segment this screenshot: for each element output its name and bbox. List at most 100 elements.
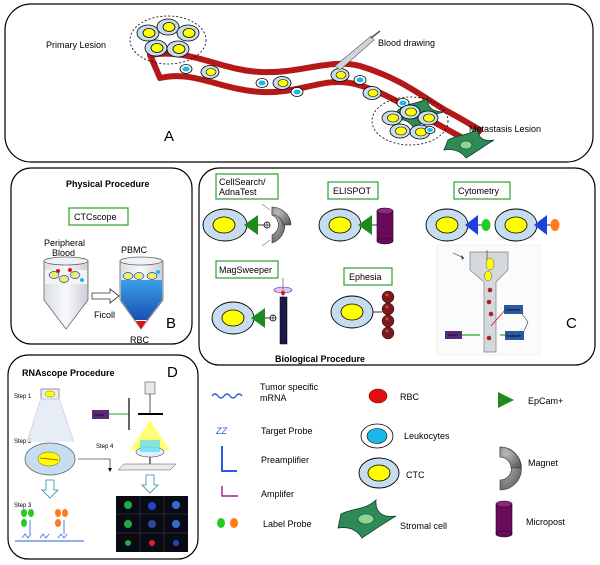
legend-preamplifier: Preamplifier (261, 455, 309, 465)
magsweeper-box (215, 260, 279, 279)
panel-c-letter: C (566, 315, 577, 332)
magsweeper-label: MagSweeper (219, 265, 272, 275)
fluorescence-image-grid (116, 496, 188, 552)
ctc-cell (136, 24, 160, 42)
peripheral-label-1: Peripheral (44, 238, 85, 248)
ctc-cell (156, 18, 180, 36)
label-probe-orange-icon (230, 518, 238, 528)
legend-epcam: EpCam+ (528, 396, 563, 406)
cellsearch-label-1: CellSearch/ (219, 177, 266, 187)
blood-drawing-label: Blood drawing (378, 38, 435, 48)
metastasis-lesion-label: Metastasis Lesion (469, 124, 541, 134)
chip-detector-label: Detector (505, 307, 521, 312)
epcam-icon (498, 392, 514, 408)
legend-target-probe: Target Probe (261, 426, 313, 436)
step-2-cell (24, 442, 76, 476)
panel-d-letter: D (167, 364, 178, 381)
cytometry-illustration (425, 208, 560, 242)
ctc-cell (399, 104, 421, 120)
cytometry-label: Cytometry (458, 186, 500, 196)
cellsearch-label-2: AdnaTest (219, 187, 257, 197)
chip-laser-label: Laser (448, 332, 459, 337)
step-1-label: Step 1 (14, 394, 32, 400)
panel-d-title: RNAscope Procedure (22, 368, 115, 378)
flow-cytometry-chip: Laser Detector Analyzer (436, 244, 541, 356)
magsweeper-illustration (211, 278, 293, 345)
legend-magnet: Magnet (528, 458, 559, 468)
cytometry-box (453, 181, 511, 200)
stromal-cell (443, 126, 495, 159)
ctc-cell (272, 76, 292, 90)
legend: Tumor specific mRNA ZZ Target Probe Prea… (211, 382, 566, 539)
ctc-cell (389, 123, 411, 139)
primary-lesion-outline (129, 15, 207, 65)
target-probe-icon: ZZ (215, 426, 227, 436)
ctc-cell (362, 86, 382, 100)
step-2-label: Step 2 (14, 439, 32, 445)
preamplifier-icon (221, 446, 237, 472)
ctc-cell (144, 39, 168, 57)
step-4-label: Step 4 (96, 444, 114, 450)
blood-tube (43, 256, 89, 330)
stromal-cell-icon (337, 499, 397, 539)
panel-b: Physical Procedure CTCscope Peripheral B… (10, 167, 193, 345)
panel-b-title: Physical Procedure (66, 179, 150, 189)
panel-a: Primary Lesion Blood drawing Metastasis … (4, 3, 594, 163)
laser-box-label: Laser (94, 412, 105, 417)
step-down-arrow (141, 474, 159, 494)
legend-leukocytes: Leukocytes (404, 431, 450, 441)
step-connector-head (108, 468, 112, 472)
step-1-slide (40, 388, 60, 400)
ephesia-illustration (330, 290, 395, 340)
ctc-cell (330, 68, 350, 82)
ficoll-label: Ficoll (94, 310, 115, 320)
ctc-cell (417, 110, 439, 126)
legend-stromal-cell: Stromal cell (400, 521, 447, 531)
legend-rbc: RBC (400, 392, 420, 402)
legend-ctc: CTC (406, 470, 425, 480)
step-4-microscope: Laser (92, 381, 177, 471)
primary-lesion-label: Primary Lesion (46, 40, 106, 50)
mrna-wave-icon (211, 393, 243, 399)
elispot-box (327, 181, 379, 200)
magnification-cone (26, 397, 75, 443)
biological-procedure-label: Biological Procedure (275, 354, 365, 364)
step-3-label: Step 3 (14, 503, 32, 509)
cellsearch-illustration (202, 203, 292, 247)
leukocyte-cell (179, 64, 193, 74)
ficoll-arrow (91, 288, 120, 304)
ctc-cell (200, 65, 220, 79)
step-connector (78, 458, 111, 468)
ephesia-label: Ephesia (349, 272, 382, 282)
ctcscope-box (68, 207, 129, 226)
leukocyte-cell (353, 75, 367, 85)
pbmc-label: PBMC (121, 245, 148, 255)
label-probe-green-icon (217, 518, 225, 528)
elispot-label: ELISPOT (333, 186, 372, 196)
primary-lesion-cluster (129, 15, 207, 65)
panel-d: RNAscope Procedure D Step 1 Step 2 Step … (7, 354, 199, 560)
pbmc-tube (119, 256, 164, 330)
peripheral-label-2: Blood (52, 248, 75, 258)
legend-tumor-mrna-2: mRNA (260, 393, 287, 403)
rbc-icon (368, 388, 388, 404)
vessel-cells (179, 64, 410, 108)
metastasis-lesion-outline (371, 96, 449, 146)
leukocyte-cell (255, 78, 269, 88)
panel-a-letter: A (164, 128, 174, 145)
ctcscope-label: CTCscope (74, 212, 117, 222)
ephesia-box (343, 267, 393, 286)
legend-label-probe: Label Probe (263, 519, 312, 529)
micropost-icon (495, 500, 513, 538)
ctc-cell (381, 110, 403, 126)
magnet-icon (499, 446, 522, 491)
elispot-illustration (318, 207, 394, 245)
rbc-tube-label: RBC (130, 335, 150, 345)
ctc-cell (166, 40, 190, 58)
metastasis-lesion-cluster (371, 96, 449, 146)
legend-tumor-mrna-1: Tumor specific (260, 382, 319, 392)
leukocyte-cell (424, 126, 436, 134)
cellsearch-box (215, 173, 279, 200)
amplifier-icon (221, 486, 238, 497)
